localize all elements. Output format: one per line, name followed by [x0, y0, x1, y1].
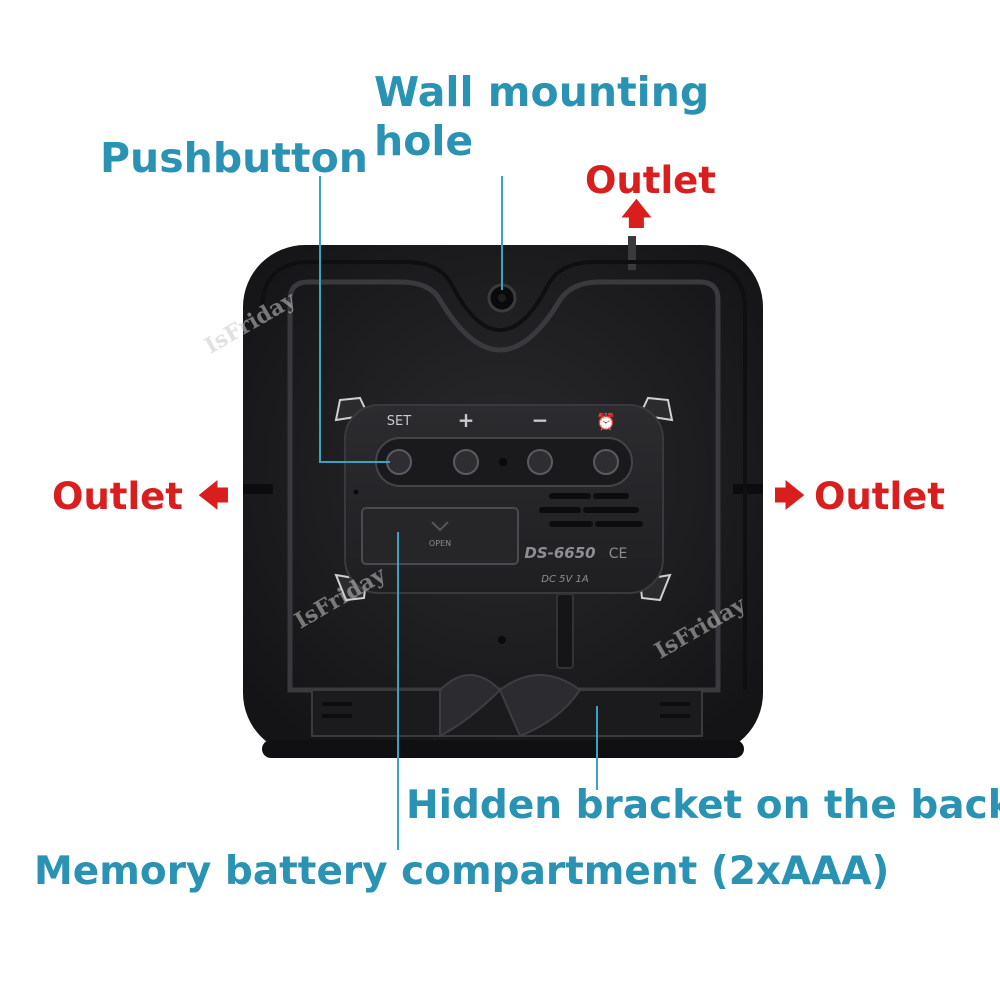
- outlet-left-label: Outlet: [52, 475, 183, 518]
- wall-mounting-hole-label-line2: hole: [374, 117, 474, 165]
- hidden-bracket-label: Hidden bracket on the back: [406, 783, 1000, 828]
- indicator-dot: [499, 458, 507, 466]
- arrow-left-icon: 🡄: [198, 479, 229, 514]
- alarm-button: [593, 449, 619, 475]
- hidden-bracket: [311, 674, 703, 738]
- outlet-left-slot: [243, 484, 273, 494]
- pushbutton-callout: [319, 176, 390, 463]
- button-label-set: SET: [387, 414, 411, 429]
- plus-button: [453, 449, 479, 475]
- arrow-right-icon: 🡆: [774, 479, 805, 514]
- ce-mark: CE: [609, 546, 628, 562]
- wall-mounting-hole-label-line1: Wall mounting: [374, 68, 710, 116]
- battery-cover-text: OPEN: [429, 539, 451, 548]
- button-label-minus: −: [532, 408, 549, 432]
- outlet-right-label: Outlet: [814, 475, 945, 518]
- button-label-plus: +: [458, 408, 475, 432]
- outlet-top-label: Outlet: [585, 159, 716, 202]
- power-rating: DC 5V 1A: [541, 574, 589, 585]
- arrow-up-icon: 🡅: [621, 197, 652, 232]
- minus-button: [527, 449, 553, 475]
- alarm-icon: ⏰: [596, 412, 616, 431]
- inner-frame: [287, 279, 721, 693]
- battery-compartment: [361, 507, 519, 565]
- cable-channel: [556, 593, 574, 669]
- pushbuttons: [386, 449, 619, 475]
- model-number: DS-6650: [524, 544, 595, 562]
- set-button: [386, 449, 412, 475]
- outlet-right-slot: [733, 484, 763, 494]
- outlet-top-wire: [628, 236, 636, 270]
- callout-lines: [319, 176, 598, 850]
- memory-battery-label: Memory battery compartment (2xAAA): [34, 849, 890, 894]
- pushbutton-label: Pushbutton: [100, 134, 368, 182]
- speaker-grille: [539, 493, 643, 527]
